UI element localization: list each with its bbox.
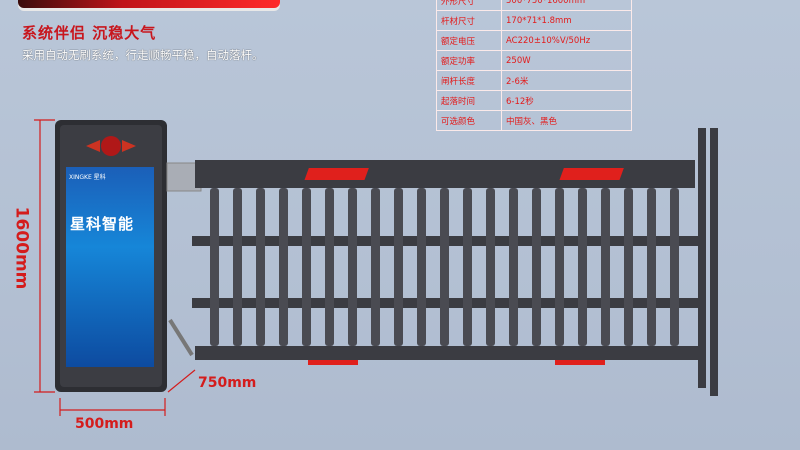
fence-bar xyxy=(463,188,472,346)
fence-bar xyxy=(371,188,380,346)
reflector xyxy=(304,168,369,180)
fence-bar xyxy=(647,188,656,346)
fence-bar xyxy=(394,188,403,346)
fence-bar xyxy=(670,188,679,346)
end-post xyxy=(698,128,706,388)
logo-emblem xyxy=(101,136,121,156)
panel-brand: XINGKE 星科 xyxy=(69,174,106,181)
page-subtitle: 采用自动无刷系统，行走顺畅平稳，自动落杆。 xyxy=(22,48,264,62)
fence-bar xyxy=(509,188,518,346)
fence-bar xyxy=(578,188,587,346)
fence-bar xyxy=(233,188,242,346)
width-dimension: 500mm xyxy=(75,416,134,432)
fence-bar xyxy=(440,188,449,346)
spec-value: 中国灰、黑色 xyxy=(501,110,632,131)
fence-bar xyxy=(417,188,426,346)
height-dimension: 1600mm xyxy=(11,206,32,290)
advertising-panel: XINGKE 星科 星科智能 xyxy=(66,167,154,367)
fence-bar xyxy=(302,188,311,346)
fence-bar xyxy=(348,188,357,346)
fence-bar xyxy=(601,188,610,346)
dimension-lines xyxy=(34,119,196,416)
fence-bar xyxy=(256,188,265,346)
fence-bar xyxy=(325,188,334,346)
fence-bar xyxy=(210,188,219,346)
end-post xyxy=(710,128,718,396)
header-banner xyxy=(18,0,280,8)
fence-bar xyxy=(555,188,564,346)
reflector xyxy=(559,168,624,180)
panel-title: 星科智能 xyxy=(70,215,135,233)
depth-dimension: 750mm xyxy=(198,375,257,391)
fence-bar xyxy=(486,188,495,346)
bottom-rail xyxy=(195,346,700,360)
page-title: 系统伴侣 沉稳大气 xyxy=(22,24,157,42)
spec-row: 可选颜色中国灰、黑色 xyxy=(436,110,632,131)
fence-bar xyxy=(532,188,541,346)
fence-bar xyxy=(624,188,633,346)
fence-bar xyxy=(279,188,288,346)
